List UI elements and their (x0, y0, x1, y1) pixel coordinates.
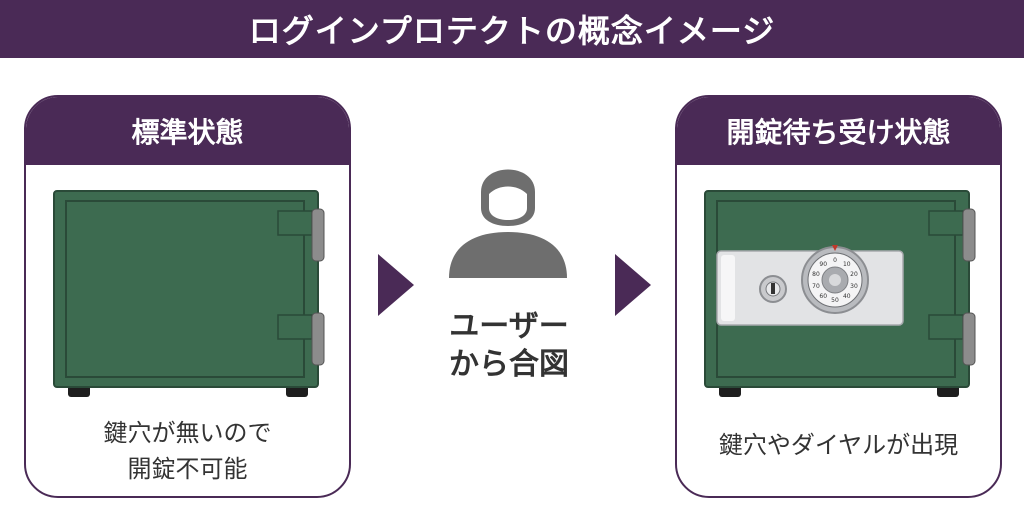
open-ready-safe: 0 10 20 30 40 50 60 70 80 90 (704, 190, 976, 397)
dial-number: 90 (819, 261, 827, 268)
user-icon (449, 169, 567, 278)
dial-number: 60 (819, 293, 827, 300)
hinge-plate-bottom (277, 314, 313, 340)
hinge-pin-top (311, 208, 325, 262)
user-face (489, 186, 527, 220)
hinge-plate-top (928, 210, 964, 236)
dial-number: 10 (843, 261, 851, 268)
safe-door (65, 200, 305, 378)
dial-marker (832, 245, 838, 251)
dial-number: 50 (831, 297, 839, 304)
standard-caption-line2: 開錠不可能 (127, 455, 248, 483)
user-body (449, 232, 567, 278)
keyhole-icon (759, 275, 787, 303)
user-caption-line1: ユーザー (449, 309, 569, 344)
user-caption: ユーザー から合図 (424, 308, 594, 384)
unlock-standby-header: 開錠待ち受け状態 (677, 97, 1000, 165)
arrow-right-icon (615, 254, 651, 316)
lock-panel-highlight (721, 255, 735, 321)
unlock-standby-caption: 鍵穴やダイヤルが出現 (718, 431, 959, 459)
dial-number: 70 (812, 283, 820, 290)
title-bar: ログインプロテクトの概念イメージ (0, 0, 1024, 58)
standard-state-caption: 鍵穴が無いので 開錠不可能 (26, 415, 349, 487)
dial-number: 80 (812, 271, 820, 278)
standard-state-card: 標準状態 鍵穴が無いので 開錠不可能 (24, 95, 351, 498)
hinge-pin-top (962, 208, 976, 262)
dial-number: 30 (850, 283, 858, 290)
hinge-plate-bottom (928, 314, 964, 340)
closed-safe (53, 190, 325, 397)
dial-number: 40 (843, 293, 851, 300)
arrow-right-icon (378, 254, 414, 316)
hinge-pin-bottom (311, 312, 325, 366)
hinge-pin-bottom (962, 312, 976, 366)
hinge-plate-top (277, 210, 313, 236)
standard-caption-line1: 鍵穴が無いので (103, 419, 272, 447)
unlock-standby-card: 開錠待ち受け状態 0 10 20 30 40 50 60 70 80 90 鍵穴やダイヤルが出現 (675, 95, 1002, 498)
diagram-title: ログインプロテクトの概念イメージ (248, 12, 776, 50)
dial-number: 20 (850, 271, 858, 278)
user-caption-line2: から合図 (449, 347, 569, 382)
dial-number-ring: 0 10 20 30 40 50 60 70 80 90 (812, 257, 858, 304)
standard-state-header: 標準状態 (26, 97, 349, 165)
unlock-standby-heading: 開錠待ち受け状態 (726, 116, 951, 149)
user-figure (443, 152, 573, 282)
dial-number: 0 (833, 257, 837, 264)
dial-icon: 0 10 20 30 40 50 60 70 80 90 (801, 245, 869, 314)
standard-state-heading: 標準状態 (131, 116, 244, 149)
